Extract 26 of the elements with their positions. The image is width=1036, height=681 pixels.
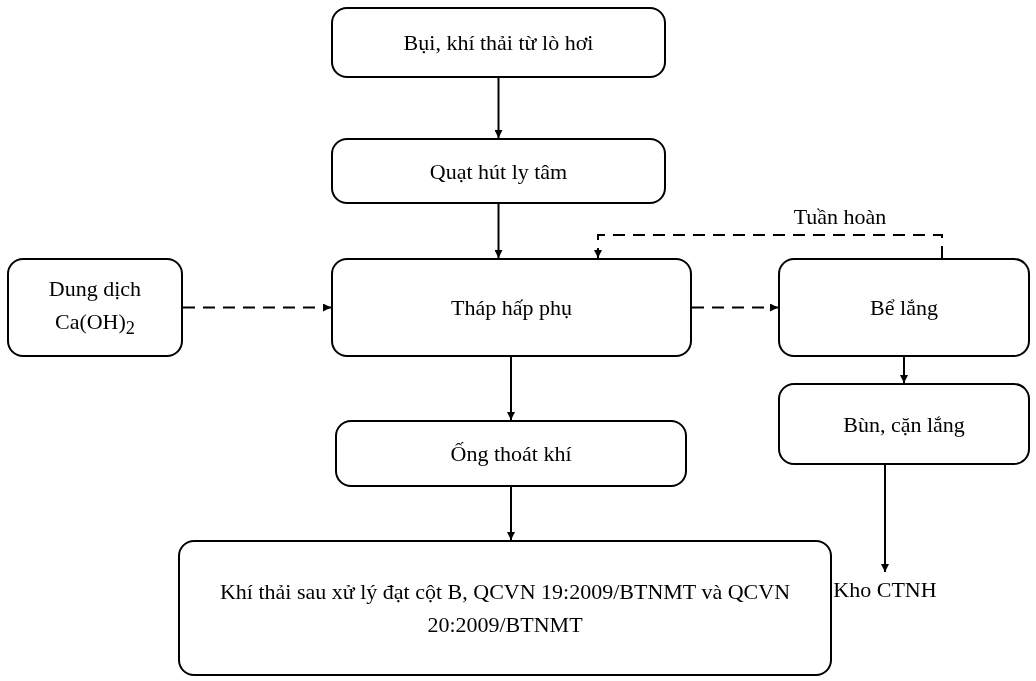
arrow [900, 356, 908, 384]
process-box [331, 138, 666, 204]
process-box [178, 540, 832, 676]
arrow [881, 464, 889, 573]
box-text: Ống thoát khí [450, 440, 572, 468]
process-box [331, 7, 666, 78]
storage-label: Kho CTNH [815, 572, 955, 606]
process-box [335, 420, 687, 487]
arrow [507, 486, 515, 541]
arrow [507, 356, 515, 421]
box-text: Khí thải sau xử lý đạt cột B, QCVN 19:2009/BTNMT và QCVN 20:2009/BTNMT [218, 578, 791, 639]
process-box [778, 383, 1030, 465]
box-text: Quạt hút ly tâm [429, 157, 568, 186]
process-box [7, 258, 183, 357]
arrow [494, 77, 503, 139]
process-box [331, 258, 692, 357]
process-box [778, 258, 1030, 357]
box-text: Tháp hấp phụ [451, 294, 572, 322]
box-text: Bụi, khí thải từ lò hơi [403, 29, 594, 57]
dashed-arrow [691, 303, 779, 312]
dashed-arrow [182, 303, 332, 312]
box-text: Dung dịch Ca(OH)$_{2}$ [47, 275, 143, 341]
box-text: Bùn, cặn lắng [843, 410, 965, 439]
box-text: Bể lắng [870, 294, 938, 322]
arrow [494, 203, 503, 259]
dashed-arrow [594, 234, 943, 259]
